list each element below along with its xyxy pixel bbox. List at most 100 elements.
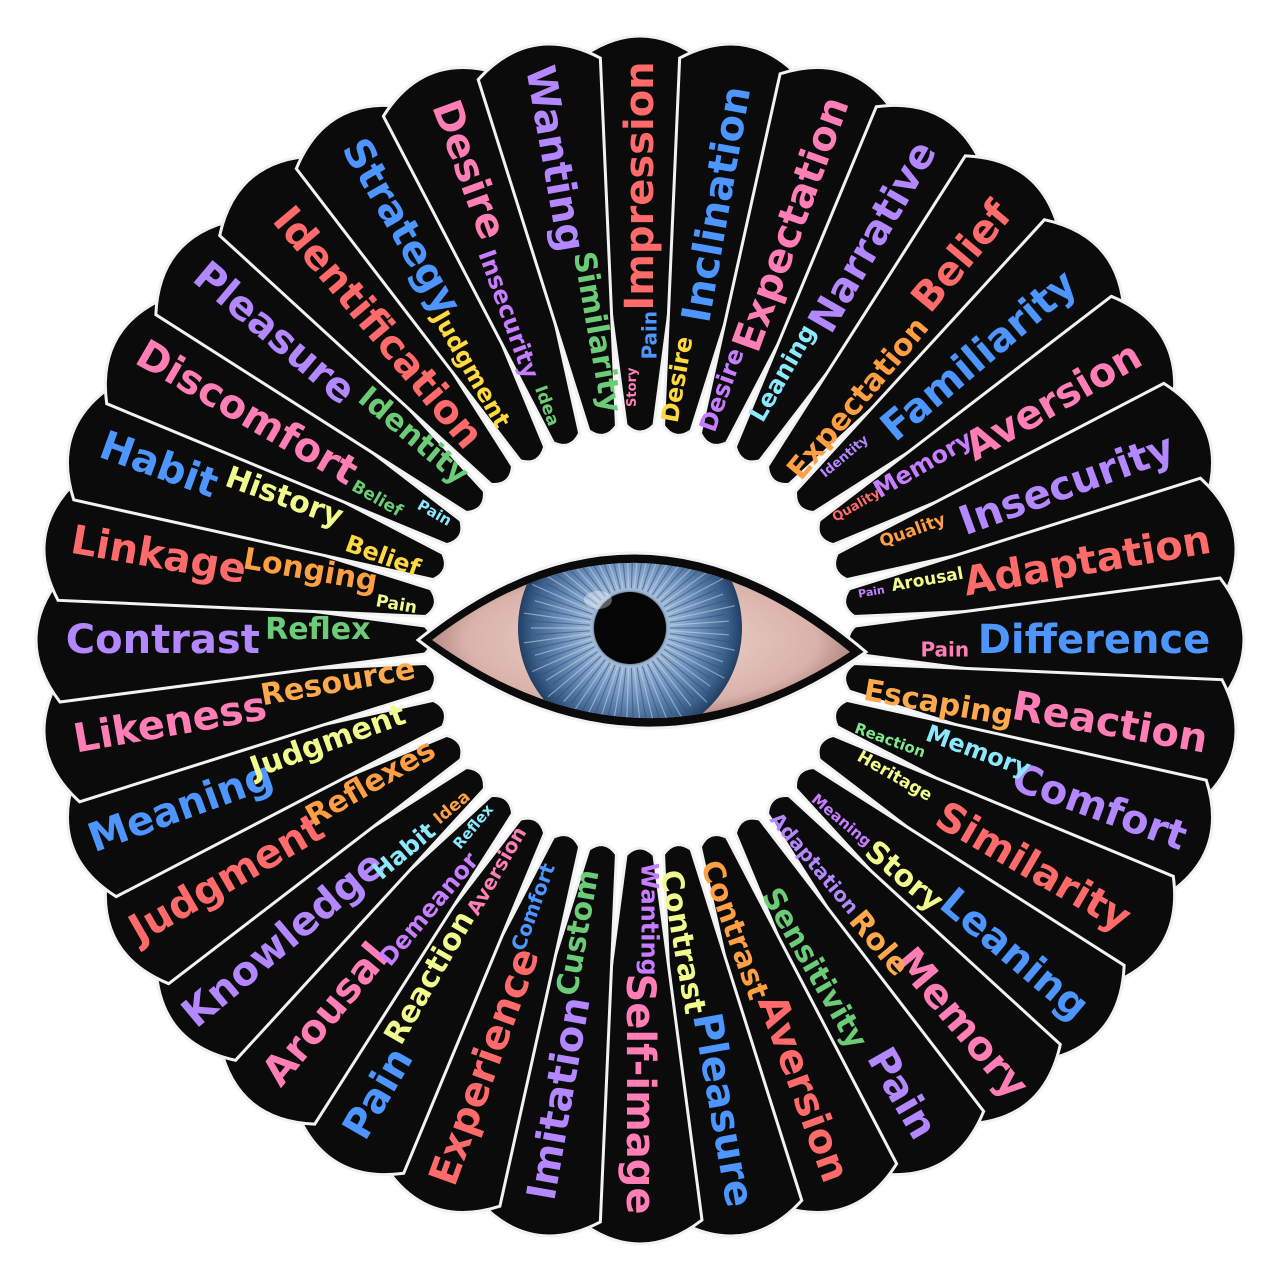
iris-fiber xyxy=(538,646,595,677)
iris-fiber xyxy=(646,663,673,714)
iris-fiber xyxy=(669,630,729,636)
ray-shape xyxy=(794,765,1126,1062)
iris-fiber xyxy=(586,663,614,718)
iris-fiber xyxy=(654,562,692,597)
iris-fiber xyxy=(625,667,630,719)
iris-fiber xyxy=(581,562,611,594)
ray-shape xyxy=(733,816,986,1177)
ray-shape xyxy=(576,34,704,434)
ray-word: Pain xyxy=(857,583,886,600)
iris-fiber xyxy=(534,600,592,618)
iris-fiber xyxy=(666,643,725,671)
ray-shape xyxy=(66,381,447,582)
iris-fiber xyxy=(569,660,609,718)
iris-fiber xyxy=(535,630,591,636)
iris-fiber xyxy=(669,632,733,643)
iris-fiber xyxy=(523,612,591,624)
ray-shape xyxy=(765,154,1062,486)
iris-fiber xyxy=(577,662,611,718)
ray-shape xyxy=(218,154,515,486)
iris-fiber xyxy=(571,659,606,704)
iris-fiber xyxy=(612,562,624,589)
ray-shape xyxy=(698,66,899,447)
iris-fiber xyxy=(636,667,648,719)
ray-shape xyxy=(381,833,582,1214)
ray-shape xyxy=(816,294,1177,547)
ray-word: Pain xyxy=(920,637,969,661)
iris-fiber xyxy=(669,614,725,624)
iris-fiber xyxy=(596,665,619,719)
iris-fiber xyxy=(651,660,689,714)
ray-word: Contrast xyxy=(66,617,260,663)
ray-word: Reflex xyxy=(265,612,370,647)
iris-fiber xyxy=(669,605,735,621)
ray-shape xyxy=(833,698,1214,899)
iris-fiber xyxy=(630,562,634,589)
ray-shape xyxy=(42,662,437,804)
iris-fiber xyxy=(630,667,635,719)
ray-shape xyxy=(154,765,486,1062)
iris-fiber xyxy=(641,665,663,719)
ray-shape xyxy=(294,103,547,464)
iris-fiber xyxy=(658,655,708,703)
iris-fiber xyxy=(547,653,600,698)
ray-shape xyxy=(833,381,1214,582)
iris-fiber xyxy=(633,562,641,589)
ray-word: Self-image xyxy=(617,973,663,1214)
iris-fiber xyxy=(536,607,591,621)
iris-fiber xyxy=(656,657,695,700)
ray-shape xyxy=(154,218,486,515)
iris-fiber xyxy=(593,664,616,717)
ray-shape xyxy=(103,733,464,986)
iris-fiber xyxy=(545,575,597,608)
iris-fiber xyxy=(527,620,591,626)
iris-fiber xyxy=(523,632,591,644)
iris-fiber xyxy=(590,562,616,592)
iris-fiber xyxy=(569,562,609,596)
iris-fiber xyxy=(651,562,684,596)
eye-icon xyxy=(415,551,869,730)
iris-fibers xyxy=(523,562,735,719)
iris-fiber xyxy=(663,648,711,679)
ray-shape xyxy=(218,794,515,1126)
iris-fiber xyxy=(667,593,724,615)
ray-shape xyxy=(765,794,1062,1126)
ray-word: Difference xyxy=(978,617,1211,663)
iris-fiber xyxy=(532,643,594,673)
iris-fiber xyxy=(660,653,710,695)
iris-fiber xyxy=(618,562,627,589)
iris-fiber xyxy=(545,582,595,610)
ray-shape xyxy=(103,294,464,547)
iris-fiber xyxy=(606,562,621,590)
iris-fiber xyxy=(533,592,593,615)
iris-fiber xyxy=(586,562,614,593)
ray-word: Wanting xyxy=(635,863,663,976)
iris-fiber xyxy=(625,562,630,589)
ray-word: Story xyxy=(625,367,640,407)
iris-fiber xyxy=(668,638,722,655)
iris-fiber xyxy=(662,651,711,687)
iris-fiber xyxy=(669,635,735,651)
ray-shape xyxy=(576,846,704,1246)
iris-fiber xyxy=(540,641,593,662)
iris-fiber xyxy=(555,655,602,700)
ray-shape xyxy=(794,218,1126,515)
iris-fiber xyxy=(596,562,619,591)
iris-fiber xyxy=(660,566,704,603)
iris-fiber xyxy=(662,569,711,605)
iris-fiber xyxy=(636,562,649,589)
ray-word: Impression xyxy=(617,61,663,310)
ray-shape xyxy=(476,42,618,437)
ray-shape xyxy=(698,833,899,1214)
iris-fiber xyxy=(639,562,657,590)
iris-fiber xyxy=(612,667,624,719)
iris-fiber xyxy=(619,667,627,719)
iris-fiber xyxy=(656,562,700,599)
iris-fiber xyxy=(666,588,718,613)
ray-shape xyxy=(843,476,1238,618)
